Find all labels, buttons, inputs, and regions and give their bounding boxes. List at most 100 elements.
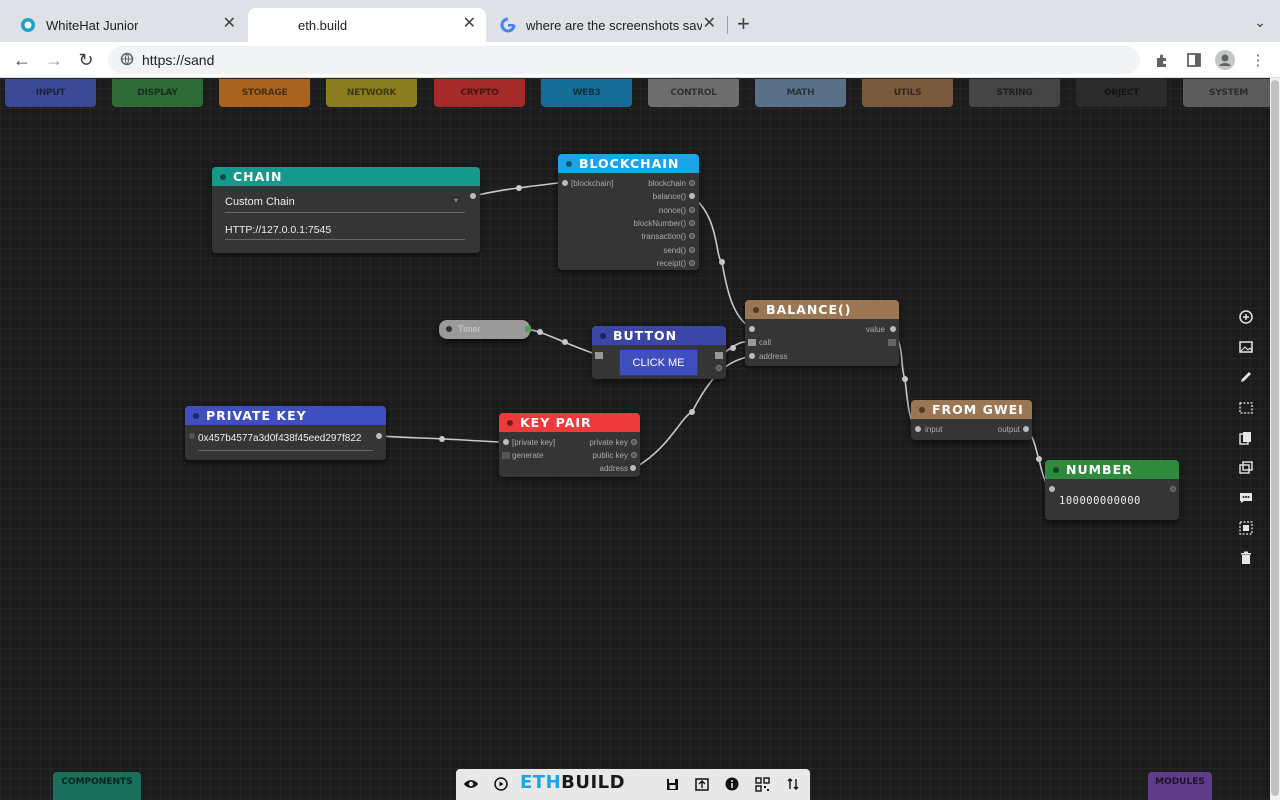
address-bar[interactable]: https://sand xyxy=(108,46,1140,74)
category-network[interactable]: NETWORK xyxy=(326,79,417,107)
select-box-icon[interactable] xyxy=(1236,398,1256,418)
chain-node-header[interactable]: CHAIN xyxy=(212,167,480,186)
category-string[interactable]: STRING xyxy=(969,79,1060,107)
browser-tab-ethbuild[interactable]: eth.build ✕ xyxy=(248,8,486,42)
private-key-node[interactable]: PRIVATE KEY 0x457b4577a3d0f438f45eed297f… xyxy=(185,406,386,460)
add-node-icon[interactable] xyxy=(1236,307,1256,327)
ethbuild-logo[interactable]: ETHBUILD xyxy=(520,772,626,793)
private-key-field[interactable]: 0x457b4577a3d0f438f45eed297f822 xyxy=(198,433,362,444)
up-down-arrows-icon[interactable] xyxy=(784,775,802,793)
button-node[interactable]: BUTTON CLICK ME xyxy=(592,326,726,379)
button-node-header[interactable]: BUTTON xyxy=(592,326,726,345)
comment-icon[interactable] xyxy=(1236,488,1256,508)
from-gwei-node[interactable]: FROM GWEI input output xyxy=(911,400,1032,440)
rpc-url-field[interactable]: HTTP://127.0.0.1:7545 xyxy=(225,224,332,236)
new-tab-icon[interactable]: + xyxy=(737,11,750,36)
private-key-input-pin[interactable] xyxy=(503,439,509,445)
close-tab-icon[interactable]: ✕ xyxy=(222,15,236,32)
blockchain-output-pin[interactable] xyxy=(689,246,695,253)
blockchain-output-pin[interactable] xyxy=(689,180,695,186)
category-crypto[interactable]: CRYPTO xyxy=(434,79,525,107)
close-tab-icon[interactable]: ✕ xyxy=(462,15,476,32)
call-input-pin[interactable] xyxy=(748,339,756,346)
blockchain-output-pin[interactable] xyxy=(689,233,695,240)
key-pair-node[interactable]: KEY PAIR [private key] private key gener… xyxy=(499,413,640,477)
blockchain-output-pin[interactable] xyxy=(689,259,695,266)
key-pair-node-header[interactable]: KEY PAIR xyxy=(499,413,640,432)
load-icon[interactable] xyxy=(693,775,711,793)
category-storage[interactable]: STORAGE xyxy=(219,79,310,107)
extensions-icon[interactable] xyxy=(1152,50,1172,70)
input-pin[interactable] xyxy=(915,426,921,432)
close-tab-icon[interactable]: ✕ xyxy=(702,15,716,32)
timer-output-pin[interactable] xyxy=(525,326,531,332)
image-icon[interactable] xyxy=(1236,337,1256,357)
eye-icon[interactable] xyxy=(462,775,480,793)
paste-icon[interactable] xyxy=(1236,458,1256,478)
chain-output-pin[interactable] xyxy=(470,193,476,199)
number-node-header[interactable]: NUMBER xyxy=(1045,460,1179,479)
scrollbar-thumb[interactable] xyxy=(1271,80,1279,796)
category-math[interactable]: MATH xyxy=(755,79,846,107)
graph-canvas[interactable]: INPUT DISPLAY STORAGE NETWORK CRYPTO WEB3 CONT… xyxy=(0,78,1270,800)
chain-select[interactable]: Custom Chain xyxy=(225,196,295,208)
category-utils[interactable]: UTILS xyxy=(862,79,953,107)
private-key-node-header[interactable]: PRIVATE KEY xyxy=(185,406,386,425)
balance-node-header[interactable]: BALANCE() xyxy=(745,300,899,319)
page-scrollbar[interactable] xyxy=(1270,78,1280,800)
reload-icon[interactable]: ↻ xyxy=(78,49,94,70)
from-gwei-node-header[interactable]: FROM GWEI xyxy=(911,400,1032,419)
category-control[interactable]: CONTROL xyxy=(648,79,739,107)
modules-tab[interactable]: MODULES xyxy=(1148,772,1212,800)
group-icon[interactable] xyxy=(1236,518,1256,538)
blockchain-output-pin[interactable] xyxy=(689,219,695,226)
button-output-pin[interactable] xyxy=(715,352,723,359)
address-output-pin[interactable] xyxy=(630,465,636,471)
blockchain-input-pin[interactable] xyxy=(562,180,568,186)
chevron-down-icon[interactable]: ⌄ xyxy=(1254,14,1266,30)
blockchain-output-pin[interactable] xyxy=(689,193,695,200)
ethbuild-favicon-icon xyxy=(272,17,288,33)
play-icon[interactable] xyxy=(492,775,510,793)
number-output-pin[interactable] xyxy=(1170,486,1176,492)
blockchain-node-header[interactable]: BLOCKCHAIN xyxy=(558,154,699,173)
node-title: BLOCKCHAIN xyxy=(579,156,680,171)
balance-node[interactable]: BALANCE() value call address xyxy=(745,300,899,366)
category-input[interactable]: INPUT xyxy=(5,79,96,107)
category-object[interactable]: OBJECT xyxy=(1076,79,1167,107)
timer-node[interactable]: Timer xyxy=(439,320,531,339)
blockchain-output-pin[interactable] xyxy=(689,206,695,213)
private-key-output-pin[interactable] xyxy=(376,433,382,439)
value-output-pin[interactable] xyxy=(890,326,896,332)
info-icon[interactable] xyxy=(723,775,741,793)
profile-avatar-icon[interactable] xyxy=(1215,50,1235,70)
generate-input-pin[interactable] xyxy=(502,452,510,459)
components-tab[interactable]: COMPONENTS xyxy=(53,772,141,800)
side-panel-icon[interactable] xyxy=(1184,50,1204,70)
output-pin[interactable] xyxy=(1023,426,1029,432)
category-web3[interactable]: WEB3 xyxy=(541,79,632,107)
back-arrow-icon[interactable]: ← xyxy=(13,49,31,70)
browser-tab-whitehat[interactable]: WhiteHat Junior ✕ xyxy=(8,8,246,42)
qr-code-icon[interactable] xyxy=(753,775,771,793)
forward-arrow-icon[interactable]: → xyxy=(45,49,63,70)
chain-node[interactable]: CHAIN Custom Chain ▾ HTTP://127.0.0.1:75… xyxy=(212,167,480,253)
category-display[interactable]: DISPLAY xyxy=(112,79,203,107)
copy-icon[interactable] xyxy=(1236,428,1256,448)
save-icon[interactable] xyxy=(663,775,681,793)
pencil-icon[interactable] xyxy=(1236,367,1256,387)
browser-menu-icon[interactable]: ⋮ xyxy=(1250,52,1266,69)
chevron-down-icon[interactable]: ▾ xyxy=(454,196,459,205)
number-input-pin[interactable] xyxy=(1049,486,1055,492)
number-node[interactable]: NUMBER 100000000000 xyxy=(1045,460,1179,520)
button-input-pin[interactable] xyxy=(595,352,603,359)
address-input-pin[interactable] xyxy=(749,353,755,359)
click-me-button[interactable]: CLICK ME xyxy=(619,349,698,376)
category-system[interactable]: SYSTEM xyxy=(1183,79,1270,107)
node-title: FROM GWEI xyxy=(932,402,1024,417)
site-info-icon[interactable] xyxy=(120,52,134,66)
browser-tab-google[interactable]: where are the screenshots save ✕ xyxy=(488,8,726,42)
slot-label: balance() xyxy=(652,192,686,202)
trash-icon[interactable] xyxy=(1236,548,1256,568)
